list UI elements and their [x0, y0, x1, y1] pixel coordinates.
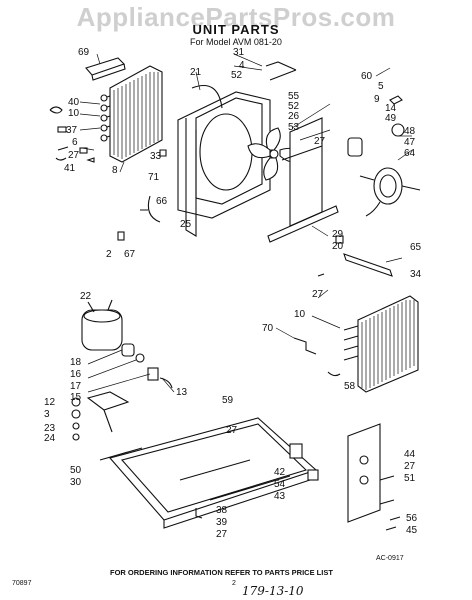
callout-number: 51	[404, 473, 416, 484]
callout-number: 38	[216, 505, 228, 516]
callout-number: 8	[112, 165, 118, 176]
callout-number: 48	[404, 126, 416, 137]
callout-number: 39	[216, 517, 228, 528]
callout-number: 23	[44, 423, 56, 434]
callout-number: 31	[233, 47, 245, 58]
callout-number: 17	[70, 381, 82, 392]
callout-number: 65	[410, 242, 422, 253]
callout-number: 27	[226, 425, 238, 436]
compressor	[81, 299, 173, 389]
divider-panel	[267, 117, 339, 243]
callout-number: 55	[288, 91, 300, 102]
callout-number: 27	[404, 461, 416, 472]
diagram-code: AC-0917	[376, 555, 404, 562]
callout-number: 12	[44, 397, 56, 408]
callout-number: 40	[68, 97, 80, 108]
callout-number: 14	[385, 103, 397, 114]
callout-number: 53	[288, 122, 300, 133]
callout-number: 5	[378, 81, 384, 92]
fan-shroud	[177, 84, 271, 237]
callout-number: 27	[216, 529, 228, 540]
callout-number: 13	[176, 387, 188, 398]
callout-number: 60	[361, 71, 373, 82]
form-number: 70897	[12, 580, 32, 587]
callout-number: 34	[410, 269, 422, 280]
callout-number: 27	[312, 289, 324, 300]
evaporator-coil-right	[293, 295, 419, 393]
callout-number: 50	[70, 465, 82, 476]
ordering-note: FOR ORDERING INFORMATION REFER TO PARTS …	[110, 568, 333, 577]
callout-number: 52	[288, 101, 300, 112]
callout-number: 4	[239, 60, 245, 71]
diagram-title: UNIT PARTS	[192, 22, 280, 37]
callout-number: 33	[150, 151, 162, 162]
callout-number: 15	[70, 392, 82, 403]
watermark: AppliancePartsPros.com	[76, 2, 396, 32]
callout-number: 18	[70, 357, 82, 368]
callout-number: 49	[385, 113, 397, 124]
callout-number: 41	[64, 163, 76, 174]
fan-motor	[347, 95, 421, 217]
callout-number: 21	[190, 67, 202, 78]
mounting-hardware	[71, 391, 130, 441]
callout-number: 27	[68, 150, 80, 161]
callout-number: 44	[404, 449, 416, 460]
condenser-coil-left	[100, 65, 163, 163]
small-parts-left	[49, 106, 95, 163]
callout-number: 42	[274, 467, 286, 478]
callout-number: 25	[180, 219, 192, 230]
diagram-subtitle: For Model AVM 081-20	[190, 37, 282, 47]
callout-number: 37	[66, 125, 78, 136]
callout-number: 47	[404, 137, 416, 148]
control-parts	[195, 423, 401, 531]
callout-number: 67	[124, 249, 136, 260]
callout-number: 6	[72, 137, 78, 148]
callout-number: 3	[44, 409, 50, 420]
callout-number: 70	[262, 323, 274, 334]
callout-number: 43	[274, 491, 286, 502]
callout-number: 71	[148, 172, 160, 183]
callout-number: 29	[332, 229, 344, 240]
callout-number: 45	[406, 525, 418, 536]
callout-number: 26	[288, 111, 300, 122]
callout-number: 10	[294, 309, 306, 320]
callout-number: 27	[314, 136, 326, 147]
callout-number: 66	[156, 196, 168, 207]
callout-number: 52	[231, 70, 243, 81]
callout-number: 16	[70, 369, 82, 380]
callout-number: 59	[222, 395, 234, 406]
callout-number: 64	[404, 148, 416, 159]
leader-lines	[79, 53, 413, 393]
callout-number: 22	[80, 291, 92, 302]
handwritten-note: 179-13-10	[242, 584, 304, 598]
callout-number: 10	[68, 108, 80, 119]
page-number: 2	[232, 580, 236, 587]
callout-number: 9	[374, 94, 380, 105]
callout-number: 58	[344, 381, 356, 392]
callout-number: 54	[274, 479, 286, 490]
callout-number: 69	[78, 47, 90, 58]
callout-number: 24	[44, 433, 56, 444]
callout-number: 56	[406, 513, 418, 524]
small-parts-top	[117, 61, 344, 244]
bracket-part	[317, 253, 393, 277]
filter-bar-part	[85, 57, 126, 81]
callout-number: 20	[332, 241, 344, 252]
callout-number: 2	[106, 249, 112, 260]
callout-number: 30	[70, 477, 82, 488]
